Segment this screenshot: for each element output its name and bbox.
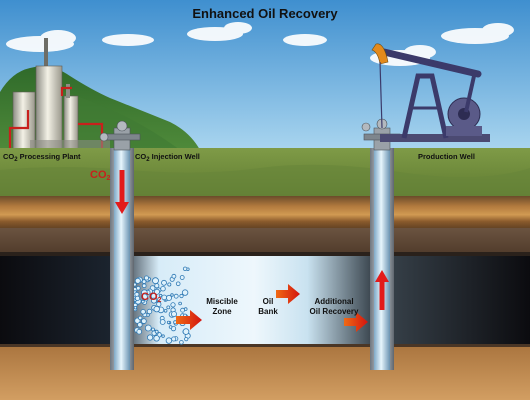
co2-bubble	[182, 328, 190, 335]
co2-bubble	[184, 336, 189, 342]
co2-bubble	[170, 302, 176, 308]
injection-well-label: CO2 Injection Well	[135, 152, 200, 163]
co2-bubble	[161, 279, 167, 286]
co2-bubble	[160, 286, 166, 292]
flow-arrow-icon	[344, 312, 368, 332]
co2-bubble	[159, 319, 166, 325]
co2-bubble	[141, 299, 145, 304]
production-well-label: Production Well	[418, 152, 475, 161]
co2-bubble	[141, 293, 148, 301]
co2-bubble	[154, 329, 159, 334]
co2-bubble	[171, 273, 177, 279]
co2-bubble	[141, 318, 147, 324]
pump-jack-icon	[371, 43, 490, 142]
co2-bubble	[141, 283, 147, 289]
soil-layer	[0, 196, 530, 230]
co2-bubble	[161, 294, 168, 301]
co2-bubble	[179, 293, 184, 299]
co2-bubble	[179, 275, 185, 280]
co2-bubble	[136, 285, 141, 291]
wellhead-valve-icon	[99, 120, 141, 151]
co2-bubble	[166, 320, 171, 325]
co2-pipe-label: CO2	[90, 169, 111, 182]
co2-bubble	[170, 293, 174, 297]
co2-bubble	[171, 336, 177, 342]
co2-bubble	[163, 308, 168, 313]
co2-bubble	[147, 334, 154, 341]
co2-bubble	[166, 305, 171, 310]
production-well	[370, 148, 394, 370]
co2-bubble	[137, 322, 143, 328]
co2-bubble	[179, 340, 184, 345]
co2-bubble	[134, 295, 141, 301]
co2-bubble	[170, 311, 177, 318]
diagram-title: Enhanced Oil Recovery	[192, 6, 338, 21]
co2-bubble	[173, 293, 179, 299]
co2-bubble	[167, 282, 172, 287]
co2-bubble	[182, 266, 188, 271]
reservoir-cap	[0, 252, 530, 256]
co2-bubble	[137, 315, 143, 321]
flow-arrow-icon	[115, 170, 129, 214]
co2-bubble	[154, 283, 160, 289]
bottom-rock	[0, 344, 530, 400]
co2-bubble	[178, 301, 182, 306]
hill-shadow	[60, 90, 180, 150]
co2-bubble	[158, 293, 163, 298]
reservoir	[0, 254, 530, 346]
co2-bubble	[143, 275, 149, 281]
flow-arrow-icon	[276, 284, 300, 304]
co2-bubble	[141, 279, 147, 284]
flow-arrow-icon	[176, 310, 202, 330]
co2-bubble	[161, 334, 165, 338]
co2-bubble	[151, 327, 155, 332]
co2-bubble	[133, 306, 138, 310]
co2-bubble	[153, 288, 160, 295]
co2-bubble	[152, 277, 159, 285]
co2-bubble	[136, 328, 143, 335]
co2-bubble	[150, 297, 157, 304]
processing-plant-label: CO2 Processing Plant	[3, 152, 81, 163]
co2-bubble	[168, 325, 173, 329]
co2-bubble	[146, 308, 153, 315]
bottom-rock-edge	[0, 344, 530, 347]
co2-bubble	[153, 305, 160, 313]
flow-arrow-icon	[375, 270, 389, 310]
co2-bubble	[165, 337, 173, 344]
co2-bubble	[134, 277, 141, 284]
processing-plant-icon	[8, 38, 110, 151]
co2-bubble	[175, 281, 181, 287]
co2-bubble	[181, 289, 189, 296]
co2-bubble	[144, 324, 152, 332]
co2-zone-label: CO2	[141, 291, 162, 304]
co2-bubble	[140, 309, 146, 315]
co2-bubble	[183, 307, 188, 311]
co2-bubble	[156, 301, 162, 307]
co2-bubble	[153, 335, 160, 342]
